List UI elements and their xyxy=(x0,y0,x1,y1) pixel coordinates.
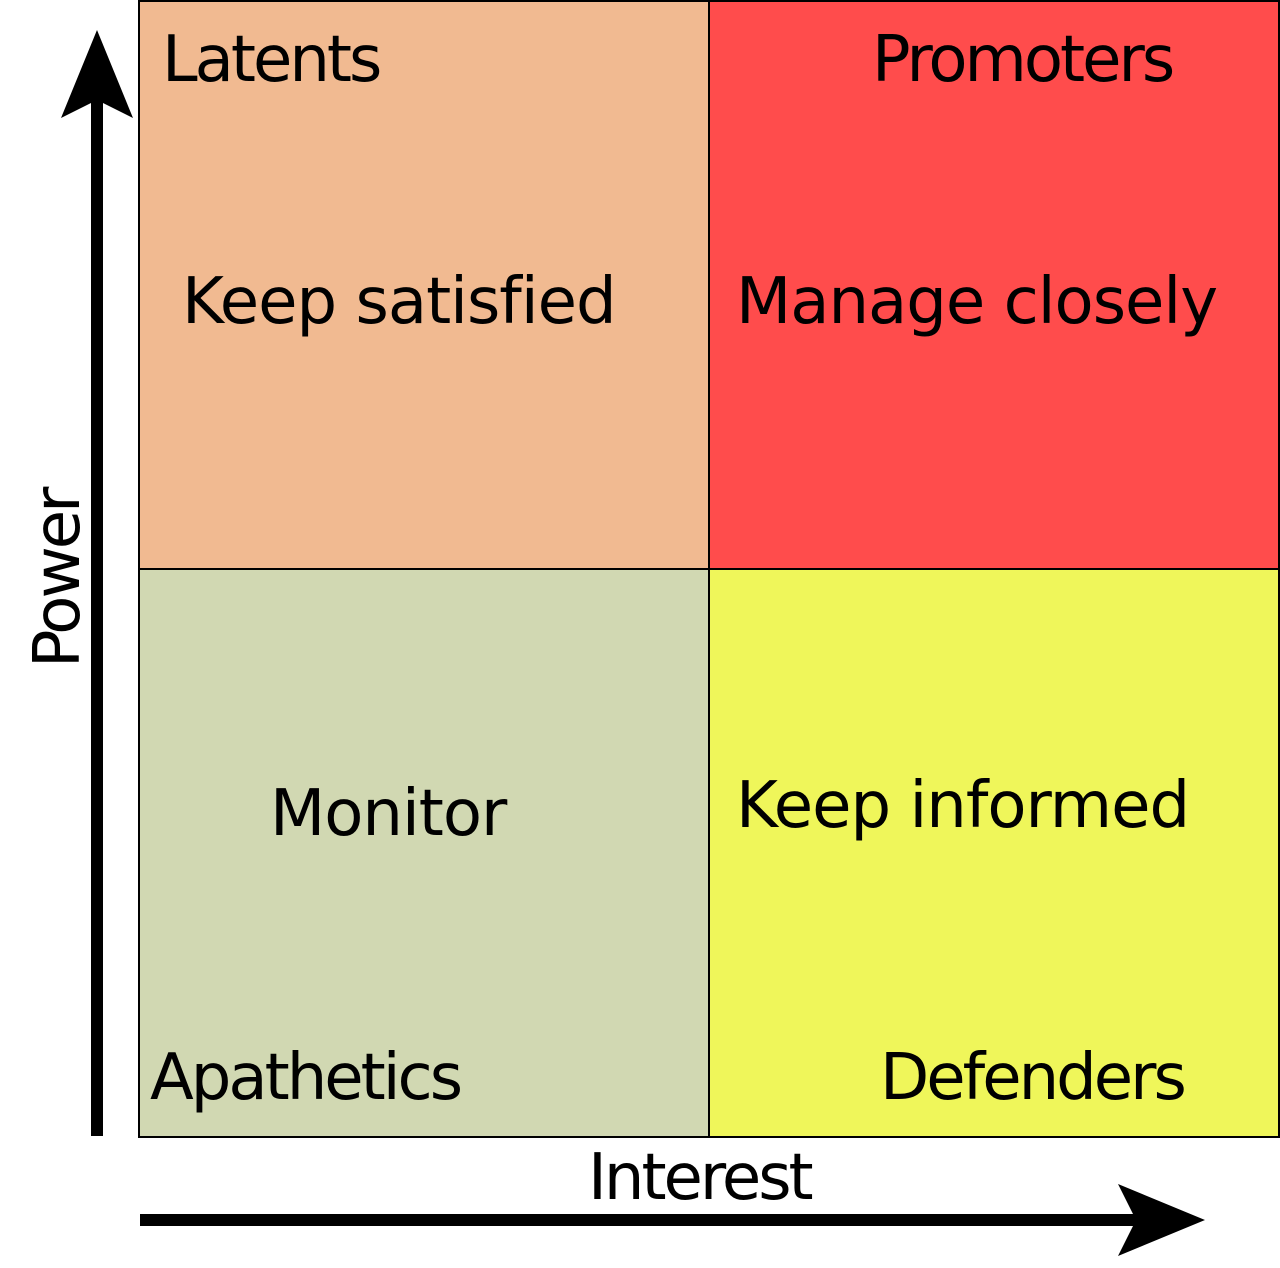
strategy-label-manage-closely: Manage closely xyxy=(736,265,1218,339)
strategy-label-monitor: Monitor xyxy=(270,777,507,851)
quadrant-apathetics xyxy=(138,568,710,1138)
group-label-latents: Latents xyxy=(162,23,382,97)
group-label-defenders: Defenders xyxy=(880,1041,1187,1115)
group-label-promoters: Promoters xyxy=(872,23,1175,97)
quadrant-latents xyxy=(138,0,710,570)
quadrant-promoters xyxy=(708,0,1280,570)
x-axis-arrowhead-icon xyxy=(1118,1184,1205,1256)
x-axis-label: Interest xyxy=(588,1141,814,1215)
group-label-apathetics: Apathetics xyxy=(150,1041,463,1115)
y-axis-arrowhead-icon xyxy=(61,30,133,118)
quadrant-defenders xyxy=(708,568,1280,1138)
strategy-label-keep-satisfied: Keep satisfied xyxy=(182,265,617,339)
strategy-label-keep-informed: Keep informed xyxy=(736,769,1190,843)
